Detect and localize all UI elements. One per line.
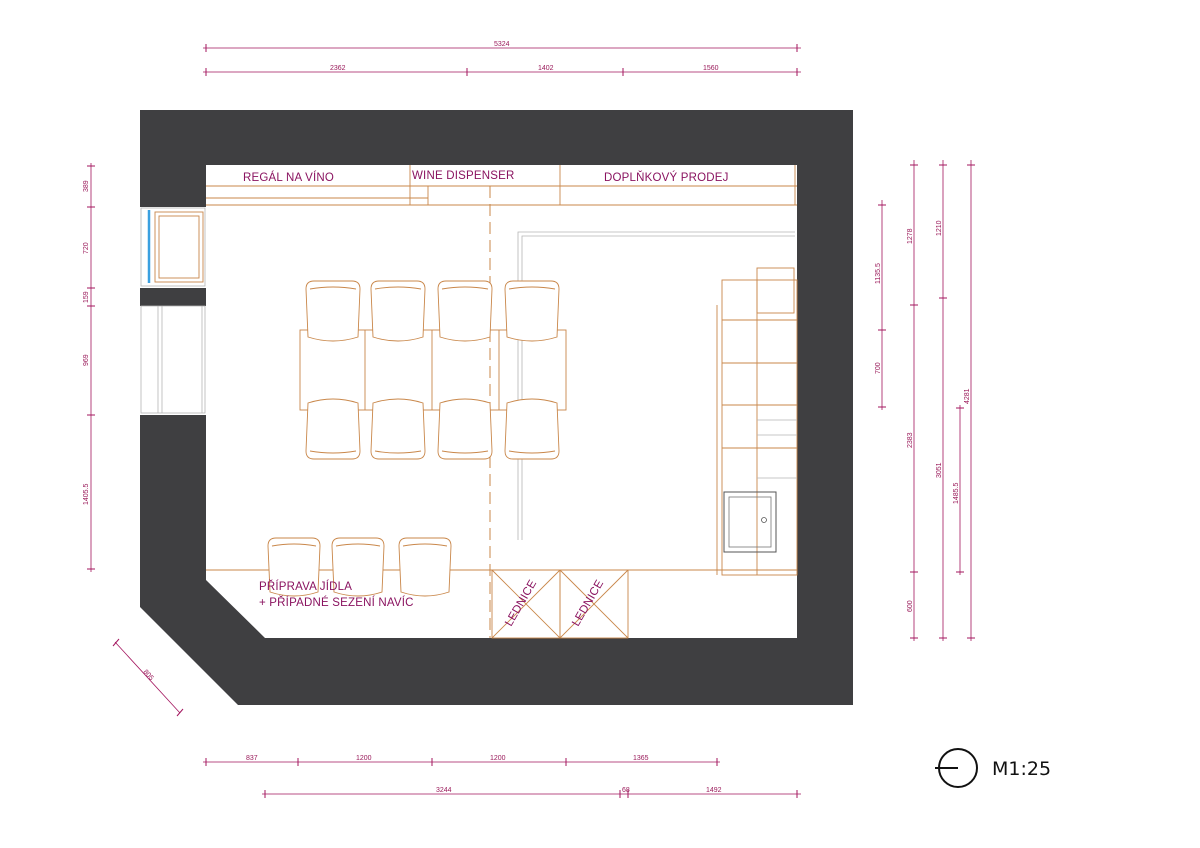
dim-bottom-1-d: 1365: [633, 755, 649, 762]
chairs-top-row: [305, 280, 560, 342]
fridge-2-diag-b: [559, 569, 629, 639]
dim-right-2-a: 1210: [936, 220, 943, 236]
chair-top-3: [437, 280, 493, 342]
dim-top-total: 5324: [494, 41, 510, 48]
door-frame-lower: [140, 305, 206, 414]
dim-right-2-c: 1485.5: [953, 482, 960, 504]
chair-top-2: [370, 280, 426, 342]
dim-left-4: 969: [83, 354, 90, 366]
dim-bottom-2-c: 1492: [706, 787, 722, 794]
chair-lower-3: [398, 537, 452, 597]
counters: [206, 165, 798, 639]
right-cabinet-outer: [721, 279, 798, 576]
dim-left-5: 1405.5: [83, 483, 90, 505]
dim-bottom-1-c: 1200: [490, 755, 506, 762]
fridge-1-diag-b: [491, 569, 561, 639]
window-unit: [154, 211, 204, 283]
chairs-bottom-row: [305, 398, 560, 460]
dim-right-2-b: 3051: [936, 462, 943, 478]
partition-rail-inner: [521, 235, 795, 540]
dim-right-1-b: 2383: [907, 432, 914, 448]
chair-lower-1: [267, 537, 321, 597]
dim-right-total: 4281: [964, 388, 971, 404]
dim-right-1-a: 1278: [907, 228, 914, 244]
outer-wall: [140, 110, 853, 705]
dim-top-part-2: 1402: [538, 65, 554, 72]
dim-right-1-c: 600: [907, 600, 914, 612]
dining-table: [299, 329, 567, 411]
sink-inner: [728, 496, 772, 548]
chair-top-4: [504, 280, 560, 342]
sink-outer: [723, 491, 777, 553]
dining-group: [267, 280, 567, 597]
wall-pier: [140, 288, 206, 306]
dim-left-2: 720: [83, 242, 90, 254]
label-wine-dispenser: WINE DISPENSER: [412, 170, 514, 182]
chair-bottom-4: [504, 398, 560, 460]
chair-bottom-1: [305, 398, 361, 460]
chair-bottom-3: [437, 398, 493, 460]
label-extra-sales: DOPLŇKOVÝ PRODEJ: [604, 171, 729, 184]
dim-bottom-1-a: 837: [246, 755, 258, 762]
sink-drain: [761, 517, 767, 523]
scale-marker: M1:25: [935, 748, 1051, 788]
dim-right-inner-1: 1135.5: [875, 263, 882, 284]
chairs-lower-row: [267, 537, 452, 597]
dim-tick: [112, 638, 120, 647]
dim-top-part-3: 1560: [703, 65, 719, 72]
chair-bottom-2: [370, 398, 426, 460]
dim-diagonal: 805: [142, 669, 155, 682]
partition-rail: [517, 231, 795, 540]
window-opening: [140, 207, 206, 415]
walls: [140, 110, 853, 705]
dim-diagonal-line: [114, 641, 181, 714]
dim-top-part-1: 2362: [330, 65, 346, 72]
label-fridge-1: LEDNICE: [503, 578, 539, 628]
label-food-prep-1: PŘÍPRAVA JÍDLA: [259, 580, 352, 593]
dim-tick: [176, 708, 184, 717]
label-food-prep-2: + PŘÍPADNÉ SEZENÍ NAVÍC: [259, 596, 414, 609]
dim-bottom-1-b: 1200: [356, 755, 372, 762]
fridge-box-2: [559, 569, 629, 639]
dim-left-1: 389: [83, 180, 90, 192]
dim-right-inner-2: 700: [875, 362, 882, 374]
chair-top-1: [305, 280, 361, 342]
label-wine-rack: REGÁL NA VÍNO: [243, 171, 334, 184]
window-frame-upper: [140, 207, 206, 287]
dim-bottom-2-b: 68: [622, 787, 630, 794]
scale-label: M1:25: [992, 758, 1051, 780]
dim-left-3: 159: [83, 291, 90, 303]
window-unit-inner: [158, 215, 200, 279]
dim-bottom-2-a: 3244: [436, 787, 452, 794]
chair-lower-2: [331, 537, 385, 597]
dimensions: 5324 2362 1402 1560 389 720 159 969 1405…: [83, 41, 975, 798]
right-cabinet-upper: [756, 267, 795, 314]
